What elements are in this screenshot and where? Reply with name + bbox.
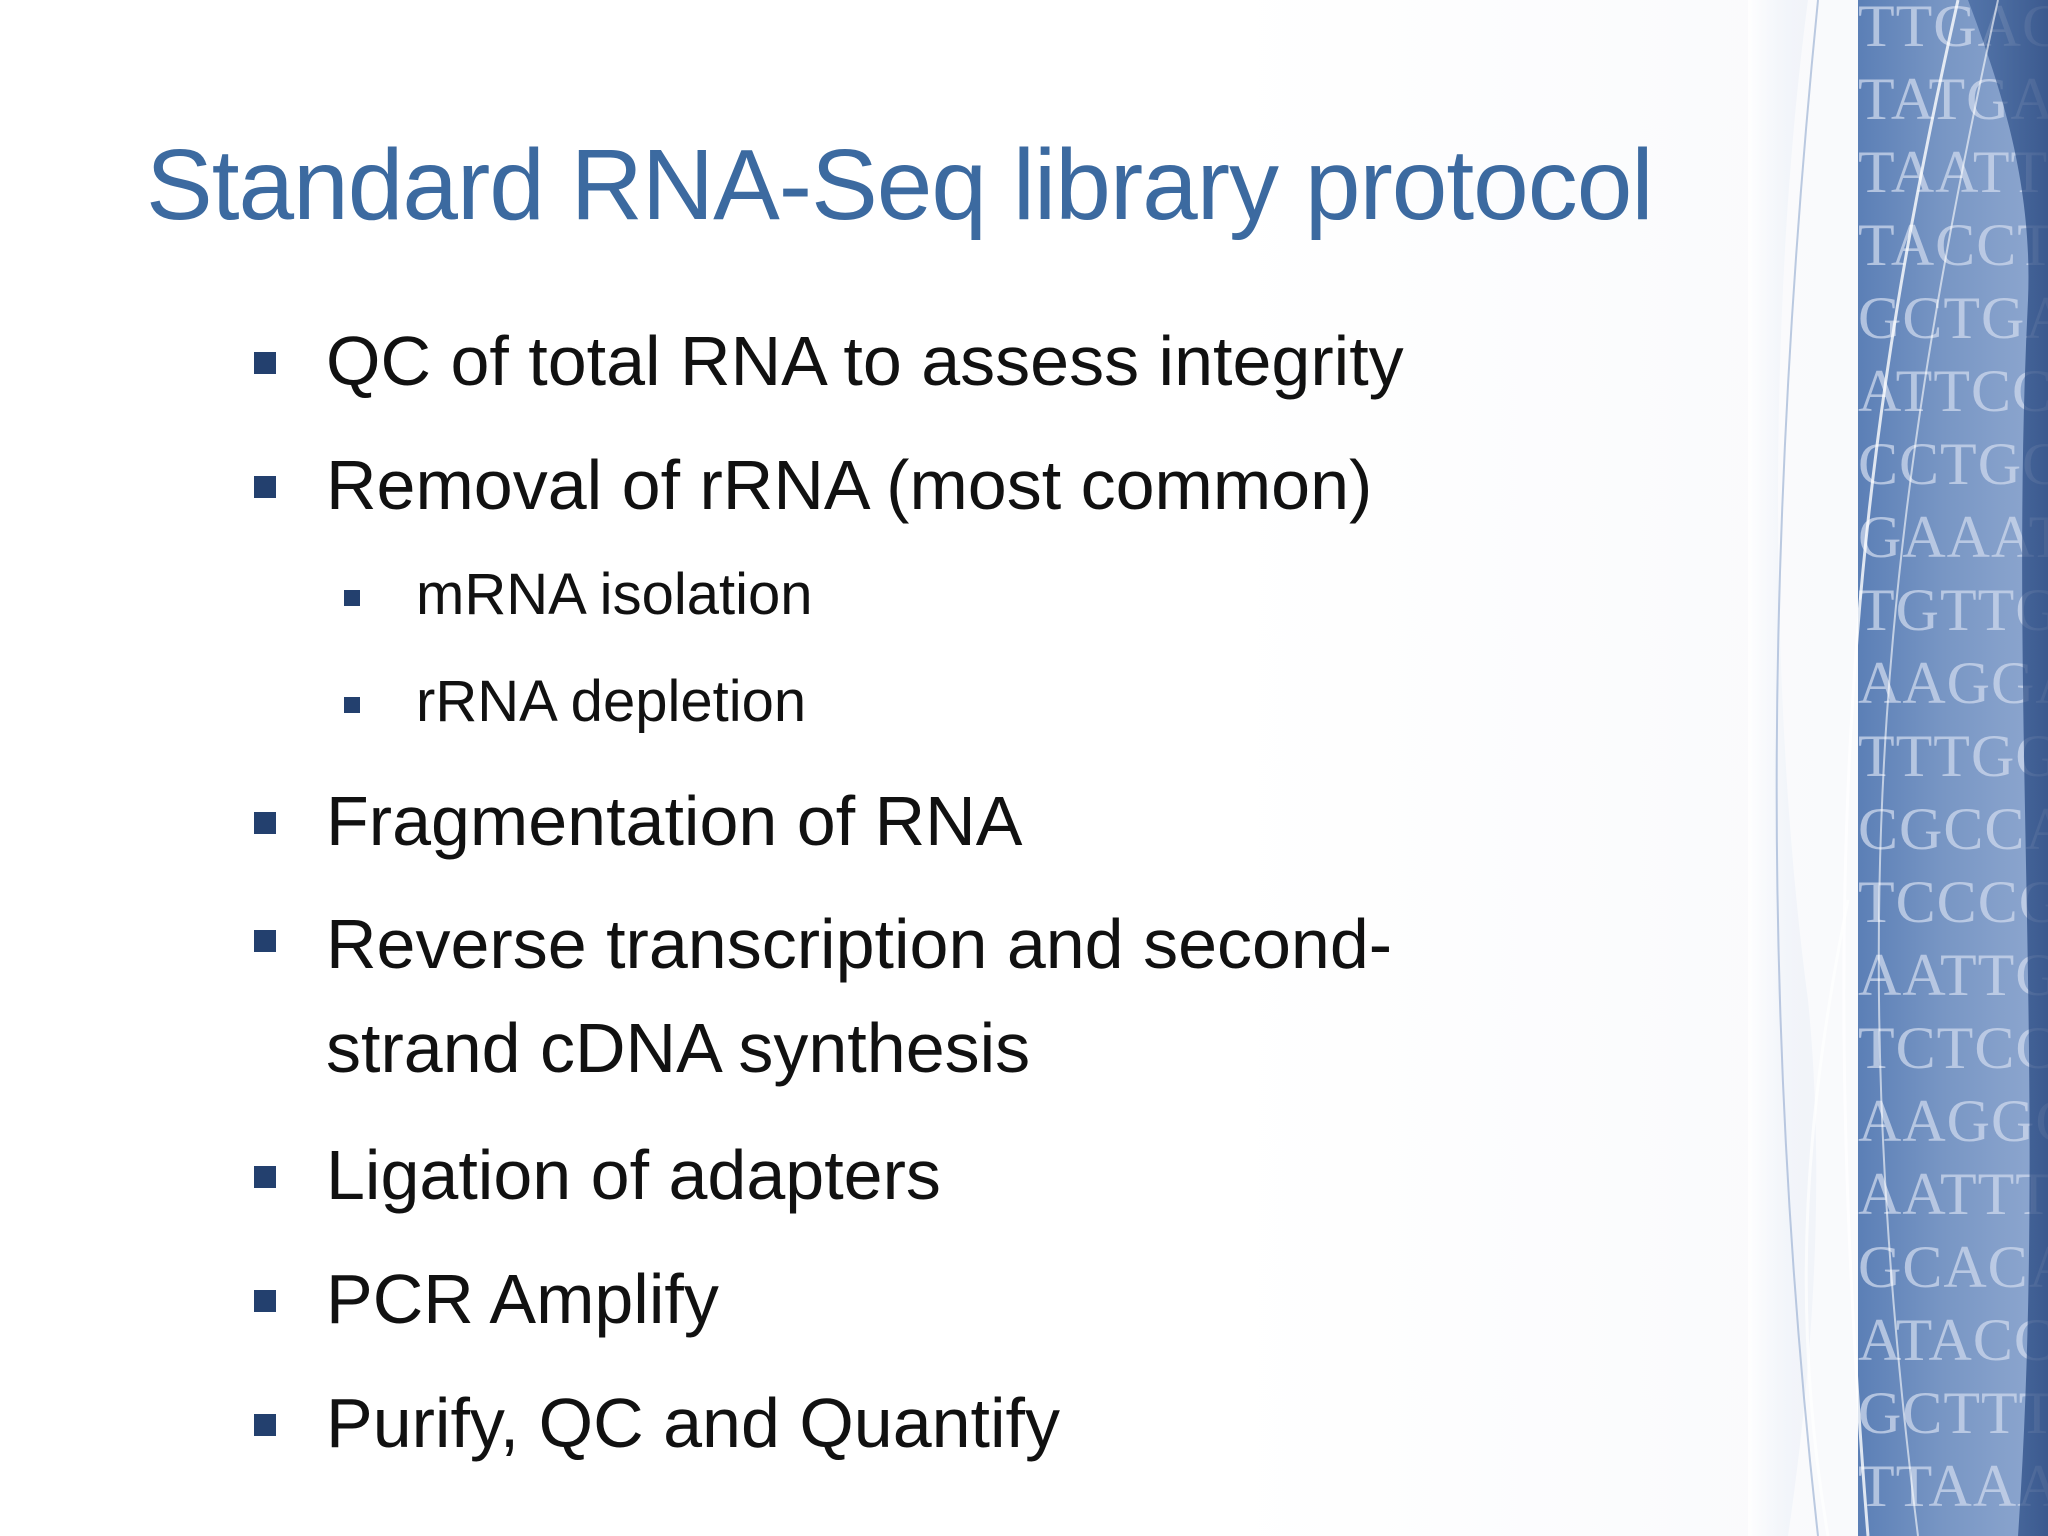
bullet-text: Purify, QC and Quantify: [326, 1384, 1061, 1462]
bullet-item: Purify, QC and Quantify: [254, 1388, 1060, 1458]
sequence-text: GCTGAAAC: [1858, 285, 2048, 351]
sequence-text: CCTGGGAA: [1858, 431, 2048, 497]
sequence-text: GCTTTTT: [1858, 1380, 2048, 1446]
square-bullet-icon: [344, 697, 360, 713]
sequence-text: ATTCCCCT: [1858, 358, 2048, 424]
bullet-text: Removal of rRNA (most common): [326, 446, 1373, 524]
sequence-text: TTTGGGA: [1858, 723, 2048, 789]
sub-bullet-item: mRNA isolation: [344, 566, 812, 624]
bullet-item: Ligation of adapters: [254, 1140, 941, 1210]
square-bullet-icon: [254, 352, 276, 374]
square-bullet-icon: [254, 1290, 276, 1312]
decorative-swoosh: [1748, 0, 2048, 1536]
slide-title: Standard RNA-Seq library protocol: [146, 129, 1654, 241]
bullet-item: QC of total RNA to assess integrity: [254, 326, 1404, 396]
sequence-text: AAGGCTT: [1858, 1088, 2048, 1154]
bullet-item: Reverse transcription and second- strand…: [254, 892, 1393, 1100]
square-bullet-icon: [254, 1414, 276, 1436]
square-bullet-icon: [254, 1166, 276, 1188]
square-bullet-icon: [254, 476, 276, 498]
bullet-text: QC of total RNA to assess integrity: [326, 322, 1404, 400]
sequence-text: GAAATTAT: [1858, 504, 2048, 570]
sequence-text: TTAAAAT: [1858, 1453, 2048, 1519]
bullet-list: QC of total RNA to assess integrity Remo…: [254, 326, 1404, 1458]
bullet-text: Ligation of adapters: [326, 1136, 941, 1214]
sequence-text: TGTTGAA: [1858, 577, 2048, 643]
bullet-item: Removal of rRNA (most common): [254, 450, 1372, 520]
square-bullet-icon: [254, 812, 276, 834]
sequence-text: ATACCAA: [1858, 1307, 2048, 1373]
square-bullet-icon: [254, 930, 276, 952]
sub-bullet-item: rRNA depletion: [344, 673, 806, 731]
bullet-text: rRNA depletion: [416, 669, 807, 734]
bullet-text: mRNA isolation: [416, 562, 813, 627]
sequence-text: TCTCCAA: [1858, 1015, 2048, 1081]
bullet-text-line-2: strand cDNA synthesis: [326, 1009, 1031, 1087]
sequence-text: AATTTGA: [1858, 1161, 2048, 1227]
sequence-text: AATTGCA: [1858, 942, 2048, 1008]
bullet-text-line-1: Reverse transcription and second-: [326, 905, 1393, 983]
sequence-text: TCCCGCC: [1858, 869, 2048, 935]
bullet-item: PCR Amplify: [254, 1264, 719, 1334]
sequence-text: CGCCAGC: [1858, 796, 2048, 862]
bullet-item: Fragmentation of RNA: [254, 786, 1022, 856]
bullet-text: PCR Amplify: [326, 1260, 719, 1338]
bullet-text: Fragmentation of RNA: [326, 782, 1023, 860]
square-bullet-icon: [344, 590, 360, 606]
